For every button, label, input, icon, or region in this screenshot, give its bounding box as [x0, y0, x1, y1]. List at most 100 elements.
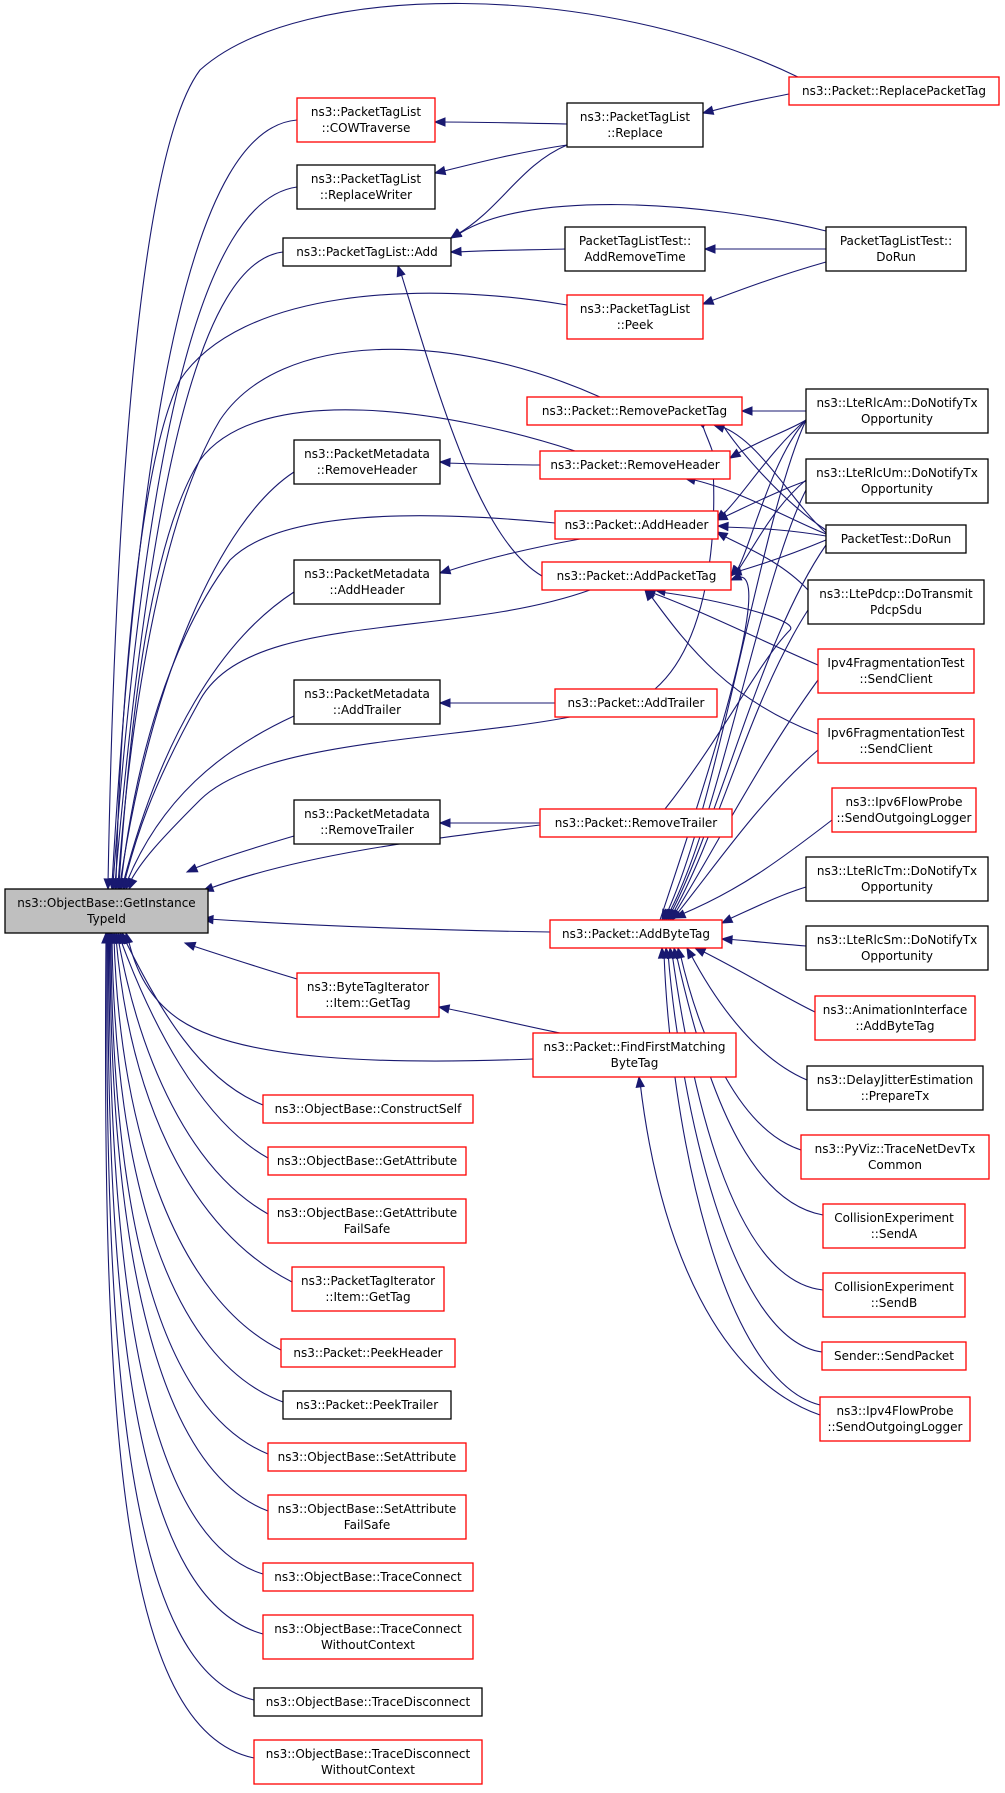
- node-box[interactable]: [253, 1739, 483, 1785]
- node-ptl-add[interactable]: ns3::PacketTagList::Add: [282, 237, 452, 267]
- node-box[interactable]: [564, 226, 706, 272]
- node-bti-gettag[interactable]: ns3::ByteTagIterator::Item::GetTag: [296, 972, 440, 1018]
- node-pm-removetrailer[interactable]: ns3::PacketMetadata::RemoveTrailer: [293, 799, 441, 845]
- node-box[interactable]: [293, 679, 441, 725]
- node-ipv4frag[interactable]: Ipv4FragmentationTest::SendClient: [817, 648, 975, 694]
- node-box[interactable]: [817, 648, 975, 694]
- node-box[interactable]: [825, 524, 967, 554]
- node-pkt-peekheader[interactable]: ns3::Packet::PeekHeader: [280, 1338, 456, 1368]
- node-box[interactable]: [291, 1266, 445, 1312]
- node-box[interactable]: [819, 1396, 971, 1442]
- node-box[interactable]: [262, 1094, 474, 1124]
- node-box[interactable]: [296, 97, 436, 143]
- node-box[interactable]: [805, 856, 989, 902]
- node-box[interactable]: [532, 1032, 737, 1078]
- node-box[interactable]: [267, 1494, 467, 1540]
- node-ob-tracedisconnectwoc[interactable]: ns3::ObjectBase::TraceDisconnectWithoutC…: [253, 1739, 483, 1785]
- node-box[interactable]: [293, 799, 441, 845]
- node-pkt-addbytetag[interactable]: ns3::Packet::AddByteTag: [549, 919, 723, 949]
- node-pm-addtrailer[interactable]: ns3::PacketMetadata::AddTrailer: [293, 679, 441, 725]
- node-box[interactable]: [282, 1390, 452, 1420]
- node-box[interactable]: [539, 808, 733, 838]
- node-box[interactable]: [806, 1065, 984, 1111]
- node-pkt-removepackettag[interactable]: ns3::Packet::RemovePacketTag: [526, 396, 743, 426]
- node-box[interactable]: [296, 972, 440, 1018]
- node-pkt-removeheader[interactable]: ns3::Packet::RemoveHeader: [539, 450, 731, 480]
- node-box[interactable]: [814, 995, 976, 1041]
- node-box[interactable]: [296, 164, 436, 210]
- node-box[interactable]: [821, 1341, 967, 1371]
- node-box[interactable]: [293, 559, 441, 605]
- node-box[interactable]: [805, 388, 989, 434]
- node-ob-setattribute[interactable]: ns3::ObjectBase::SetAttribute: [267, 1442, 467, 1472]
- node-box[interactable]: [788, 76, 1000, 106]
- node-box[interactable]: [805, 925, 989, 971]
- node-box[interactable]: [817, 718, 975, 764]
- node-pkt-removetrailer[interactable]: ns3::Packet::RemoveTrailer: [539, 808, 733, 838]
- node-box[interactable]: [831, 787, 977, 833]
- node-box[interactable]: [822, 1272, 966, 1318]
- node-box[interactable]: [807, 579, 985, 625]
- node-collision-a[interactable]: CollisionExperiment::SendA: [822, 1203, 966, 1249]
- node-box[interactable]: [554, 510, 719, 540]
- node-box[interactable]: [539, 450, 731, 480]
- node-box[interactable]: [526, 396, 743, 426]
- node-box[interactable]: [800, 1134, 990, 1180]
- node-ptlt-addremovetime[interactable]: PacketTagListTest::AddRemoveTime: [564, 226, 706, 272]
- node-box[interactable]: [262, 1562, 474, 1592]
- node-animiface[interactable]: ns3::AnimationInterface::AddByteTag: [814, 995, 976, 1041]
- node-pkt-peektrailer[interactable]: ns3::Packet::PeekTrailer: [282, 1390, 452, 1420]
- node-ptl-cow[interactable]: ns3::PacketTagList::COWTraverse: [296, 97, 436, 143]
- node-ptlt-dorun[interactable]: PacketTagListTest::DoRun: [825, 226, 967, 272]
- node-pkt-addpackettag[interactable]: ns3::Packet::AddPacketTag: [541, 561, 732, 591]
- node-ob-getattribute[interactable]: ns3::ObjectBase::GetAttribute: [267, 1146, 467, 1176]
- node-box[interactable]: [554, 688, 718, 718]
- node-box[interactable]: [267, 1442, 467, 1472]
- node-box[interactable]: [805, 458, 989, 504]
- node-box[interactable]: [267, 1146, 467, 1176]
- node-box[interactable]: [253, 1687, 483, 1717]
- node-ipv6frag[interactable]: Ipv6FragmentationTest::SendClient: [817, 718, 975, 764]
- node-box[interactable]: [566, 102, 704, 148]
- node-sender-sendpacket[interactable]: Sender::SendPacket: [821, 1341, 967, 1371]
- node-box[interactable]: [282, 237, 452, 267]
- node-ptl-replace[interactable]: ns3::PacketTagList::Replace: [566, 102, 704, 148]
- node-ob-constructself[interactable]: ns3::ObjectBase::ConstructSelf: [262, 1094, 474, 1124]
- node-ob-traceconnectwoc[interactable]: ns3::ObjectBase::TraceConnectWithoutCont…: [262, 1614, 474, 1660]
- node-box[interactable]: [549, 919, 723, 949]
- node-ob-traceconnect[interactable]: ns3::ObjectBase::TraceConnect: [262, 1562, 474, 1592]
- node-box[interactable]: [541, 561, 732, 591]
- node-ipv6flowprobe[interactable]: ns3::Ipv6FlowProbe::SendOutgoingLogger: [831, 787, 977, 833]
- node-ptl-peek[interactable]: ns3::PacketTagList::Peek: [566, 294, 704, 340]
- node-pti-gettag[interactable]: ns3::PacketTagIterator::Item::GetTag: [291, 1266, 445, 1312]
- node-ob-tracedisconnect[interactable]: ns3::ObjectBase::TraceDisconnect: [253, 1687, 483, 1717]
- node-box[interactable]: [825, 226, 967, 272]
- node-pkt-replacepackettag[interactable]: ns3::Packet::ReplacePacketTag: [788, 76, 1000, 106]
- node-delayjitter[interactable]: ns3::DelayJitterEstimation::PrepareTx: [806, 1065, 984, 1111]
- node-box[interactable]: [822, 1203, 966, 1249]
- node-box[interactable]: [566, 294, 704, 340]
- node-box[interactable]: [293, 439, 441, 485]
- node-pm-removeheader[interactable]: ns3::PacketMetadata::RemoveHeader: [293, 439, 441, 485]
- node-box[interactable]: [4, 888, 209, 934]
- node-collision-b[interactable]: CollisionExperiment::SendB: [822, 1272, 966, 1318]
- node-box[interactable]: [280, 1338, 456, 1368]
- node-ipv4flowprobe[interactable]: ns3::Ipv4FlowProbe::SendOutgoingLogger: [819, 1396, 971, 1442]
- node-box[interactable]: [262, 1614, 474, 1660]
- node-pkttest-dorun[interactable]: PacketTest::DoRun: [825, 524, 967, 554]
- node-ptl-replacewriter[interactable]: ns3::PacketTagList::ReplaceWriter: [296, 164, 436, 210]
- node-pkt-addheader[interactable]: ns3::Packet::AddHeader: [554, 510, 719, 540]
- node-pm-addheader[interactable]: ns3::PacketMetadata::AddHeader: [293, 559, 441, 605]
- node-pkt-addtrailer[interactable]: ns3::Packet::AddTrailer: [554, 688, 718, 718]
- node-box[interactable]: [267, 1198, 467, 1244]
